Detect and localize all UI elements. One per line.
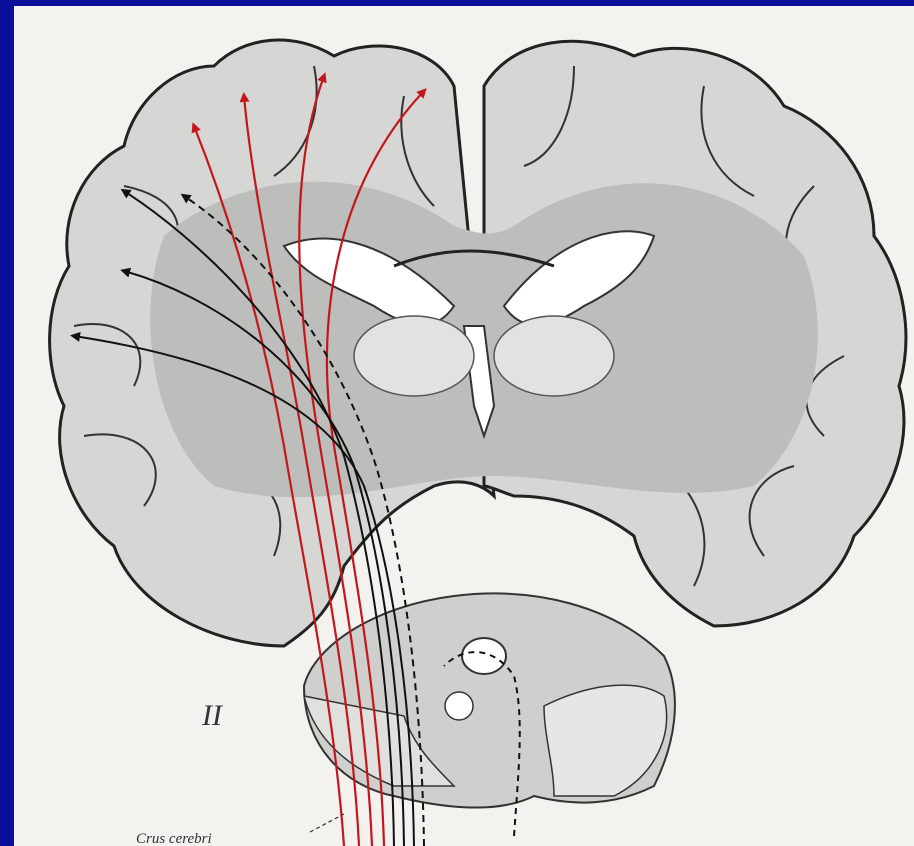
- section-label: II: [202, 699, 222, 733]
- illustration-panel: II Crus cerebri: [14, 6, 914, 846]
- crus-cerebri-label: Crus cerebri: [136, 832, 212, 846]
- left-thalamus: [354, 316, 474, 396]
- crus-pointer-line: [310, 814, 344, 832]
- cerebral-aqueduct: [462, 638, 506, 674]
- right-thalamus: [494, 316, 614, 396]
- red-nucleus: [445, 692, 473, 720]
- brain-coronal-section-diagram: [14, 6, 914, 846]
